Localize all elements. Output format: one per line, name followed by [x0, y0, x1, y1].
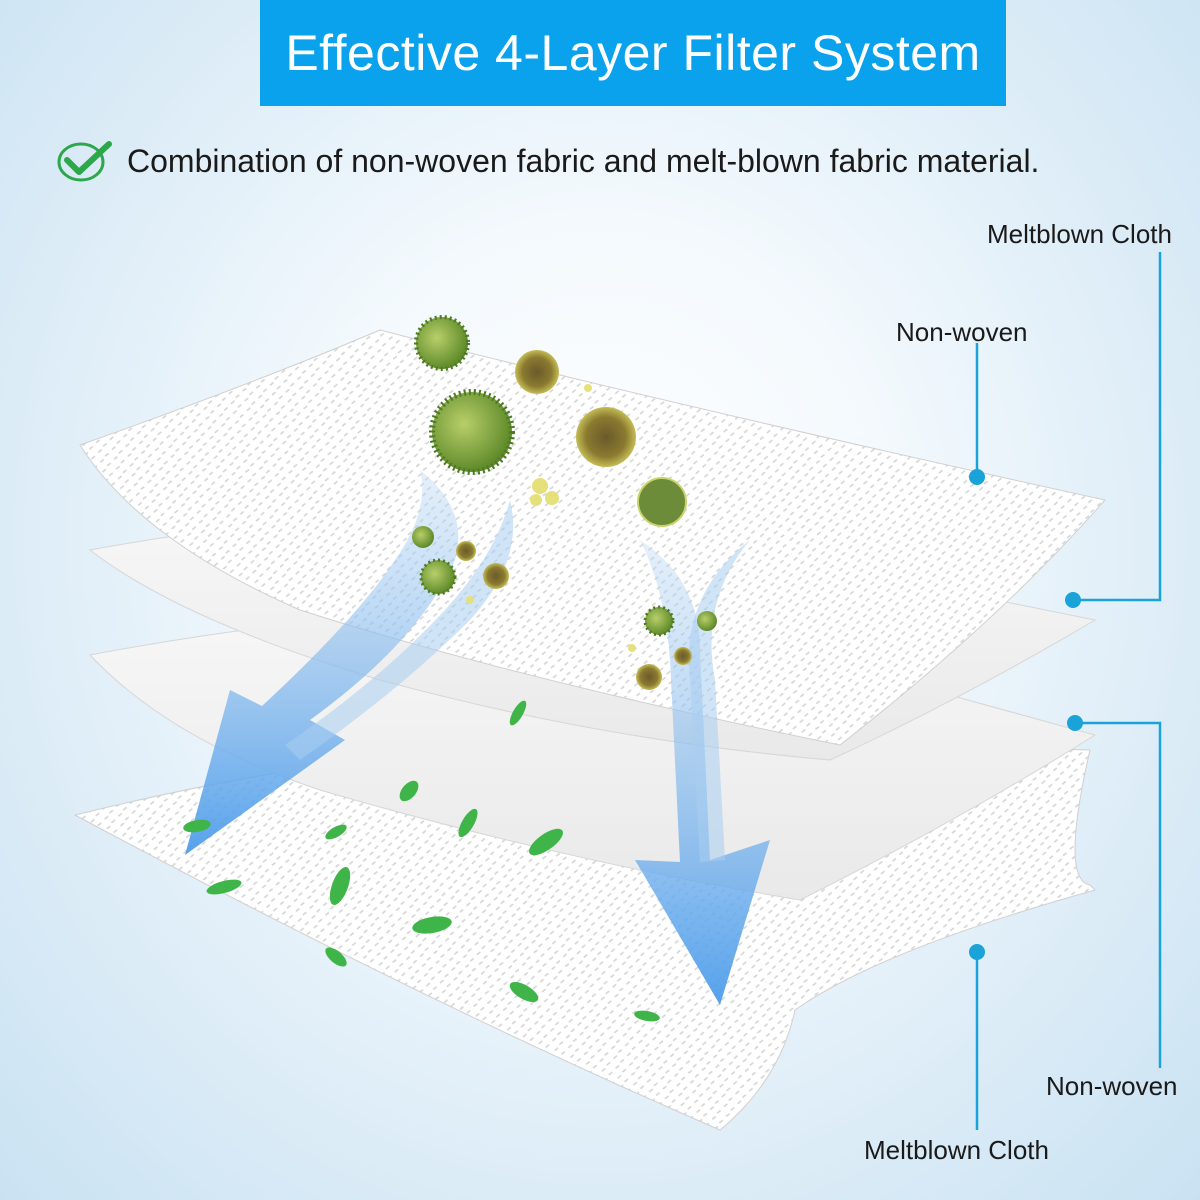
- subtitle-text: Combination of non-woven fabric and melt…: [127, 142, 1040, 179]
- leaf-1: [509, 700, 527, 726]
- callout-dot-4: [969, 944, 985, 960]
- callout-dot-3: [1067, 715, 1083, 731]
- germ-particles: [412, 315, 717, 690]
- leaf-5: [458, 808, 478, 838]
- germ-small-4: [483, 563, 509, 589]
- label-non-woven-top: Non-woven: [896, 317, 1028, 347]
- callout-dot-1: [1065, 592, 1081, 608]
- leaf-10: [325, 947, 347, 967]
- leaf-3: [183, 819, 211, 833]
- germ-yellow-2: [576, 407, 636, 467]
- germ-small-3: [419, 558, 457, 596]
- leaf-4: [325, 824, 347, 840]
- left-airflow-arrow-back: [285, 500, 514, 760]
- leaf-6: [528, 828, 564, 856]
- leaf-8: [329, 867, 351, 905]
- leaf-2: [399, 780, 419, 802]
- spore-5: [466, 596, 474, 604]
- check-circle-icon: [57, 141, 112, 182]
- label-meltblown-cloth-bottom: Meltblown Cloth: [864, 1135, 1049, 1165]
- spore-4: [584, 384, 592, 392]
- spore-2: [545, 491, 559, 505]
- leaf-9: [412, 916, 452, 934]
- leaf-7: [206, 879, 242, 895]
- germ-small-8: [636, 664, 662, 690]
- filter-layer-1: [79, 329, 1106, 746]
- germ-small-2: [456, 541, 476, 561]
- page-title: Effective 4-Layer Filter System: [285, 25, 981, 81]
- label-meltblown-cloth-top: Meltblown Cloth: [987, 219, 1172, 249]
- germ-small-7: [674, 647, 692, 665]
- callout-dot-2: [969, 469, 985, 485]
- leaf-11: [509, 981, 539, 1003]
- leaf-12: [634, 1010, 660, 1022]
- label-non-woven-bottom: Non-woven: [1046, 1071, 1178, 1101]
- germ-green-2: [429, 389, 515, 475]
- germ-small-6: [697, 611, 717, 631]
- subtitle-row: Combination of non-woven fabric and melt…: [55, 136, 1039, 186]
- callout-line-3: [1075, 721, 1162, 1068]
- spore-3: [530, 494, 542, 506]
- leaves: [183, 700, 660, 1022]
- germ-dark-green: [637, 477, 687, 527]
- spore-6: [628, 644, 636, 652]
- callout-lines: [975, 252, 1162, 1130]
- left-airflow-arrow: [185, 470, 459, 855]
- title-banner: Effective 4-Layer Filter System: [260, 0, 1006, 106]
- callout-line-1: [1075, 252, 1162, 602]
- spore-1: [532, 478, 548, 494]
- callout-dots: [969, 469, 1083, 960]
- germ-green-1: [414, 315, 470, 371]
- germ-small-1: [412, 526, 434, 548]
- germ-yellow-1: [515, 350, 559, 394]
- germ-small-5: [643, 605, 675, 637]
